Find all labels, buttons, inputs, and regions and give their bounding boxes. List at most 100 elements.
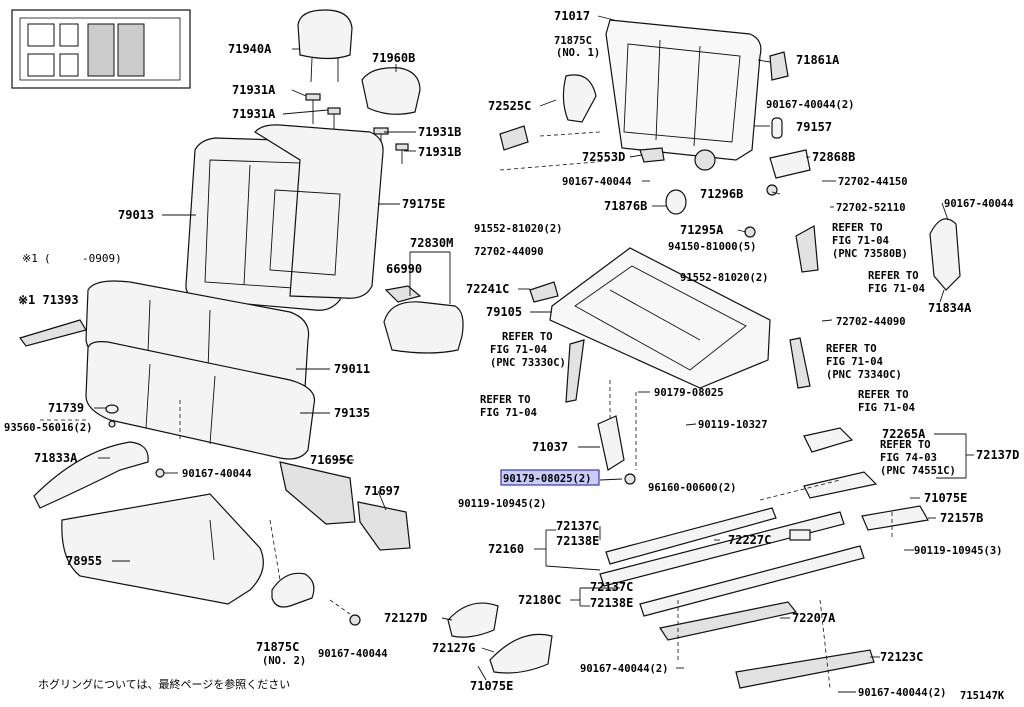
cover-72525C[interactable] [499,125,529,151]
bracket-72241C[interactable] [529,281,559,303]
carpet-78955[interactable] [61,493,264,605]
callout-71875C-no1[interactable]: 71875C [554,35,592,47]
callout-90179-08025[interactable]: 90179-08025 [654,387,724,399]
callout-71075E-b[interactable]: 71075E [924,491,967,505]
callout-72227C[interactable]: 72227C [728,533,771,547]
fastener-71739[interactable] [105,404,119,428]
callout-71931B[interactable]: 71931B [418,125,461,139]
cover-71875C-no2[interactable] [271,572,315,608]
bracket-71697[interactable] [357,501,411,551]
callout-71931B-2[interactable]: 71931B [418,145,461,159]
callout-91552-81020-a[interactable]: 91552-81020(2) [474,223,563,235]
cushion-frame-79105[interactable] [549,247,771,389]
bracket-71861A[interactable] [769,51,789,81]
callout-71393[interactable]: ※1 71393 [18,293,79,307]
callout-79135[interactable]: 79135 [334,406,370,420]
callout-79175E[interactable]: 79175E [402,197,445,211]
callout-90167-40044-g[interactable]: 90167-40044(2) [858,687,947,699]
refer-note-4[interactable]: REFER TO FIG 71-04 (PNC 73340C) [826,343,902,381]
strap-left[interactable] [565,339,585,403]
callout-71697[interactable]: 71697 [364,484,400,498]
bracket-71695C[interactable] [279,461,356,525]
knob-79157[interactable] [771,117,783,139]
callout-90167-40044-c[interactable]: 90167-40044(2) [766,99,855,111]
callout-72868B[interactable]: 72868B [812,150,855,164]
rail-cover-72123C[interactable] [735,649,875,689]
armrest-insert-66990[interactable] [384,285,422,303]
callout-71834A[interactable]: 71834A [928,301,972,315]
refer-note-7[interactable]: REFER TO FIG 74-03 (PNC 74551C) [880,439,956,477]
callout-71296B[interactable]: 71296B [700,187,743,201]
refer-note-1[interactable]: REFER TO FIG 71-04 (PNC 73580B) [832,222,908,260]
cover-72157B[interactable] [861,505,929,531]
callout-72702-44090-a[interactable]: 72702-44090 [474,246,544,258]
callout-79013[interactable]: 79013 [118,208,154,222]
callout-71861A[interactable]: 71861A [796,53,840,67]
callout-72138E-b[interactable]: 72138E [590,596,633,610]
callout-72157B[interactable]: 72157B [940,511,983,525]
callout-72553D[interactable]: 72553D [582,150,625,164]
callout-71695C[interactable]: 71695C [310,453,353,467]
callout-72525C[interactable]: 72525C [488,99,531,113]
callout-79011[interactable]: 79011 [334,362,370,376]
callout-71960B[interactable]: 71960B [372,51,415,65]
belt-anchor-71834A[interactable] [929,218,961,291]
highlighted-callout[interactable]: 90179-08025(2) [500,469,600,486]
seat-cushion-cover-79135[interactable] [85,341,316,460]
callout-72241C[interactable]: 72241C [466,282,509,296]
callout-93560-56016[interactable]: 93560-56016(2) [4,422,93,434]
callout-72702-52110[interactable]: 72702-52110 [836,202,906,214]
callout-90167-40044-e[interactable]: 90167-40044 [944,198,1014,210]
callout-66990[interactable]: 66990 [386,262,422,276]
callout-90119-10327[interactable]: 90119-10327 [698,419,768,431]
callout-90167-40044-a[interactable]: 90167-40044 [182,468,252,480]
callout-72137C[interactable]: 72137C [556,519,599,533]
nut-90179-08025-highlighted[interactable] [624,473,636,485]
callout-72137C-b[interactable]: 72137C [590,580,633,594]
cover-72127D[interactable] [447,602,499,638]
strap-right[interactable] [789,337,811,389]
seatback-cover-79175E[interactable] [254,124,384,299]
callout-90179-08025-2[interactable]: 90179-08025(2) [503,473,592,485]
armrest-72830M[interactable] [383,301,464,354]
callout-71931A-2[interactable]: 71931A [232,107,276,121]
seatback-frame-71017[interactable] [605,19,762,171]
callout-90119-10945-a[interactable]: 90119-10945(2) [458,498,547,510]
cover-71875C-no1[interactable] [562,74,597,123]
refer-note-5[interactable]: REFER TO FIG 71-04 [480,394,537,419]
callout-72137D[interactable]: 72137D [976,448,1019,462]
belt-retractor-note[interactable] [795,225,819,273]
callout-72123C[interactable]: 72123C [880,650,923,664]
callout-90167-40044-d[interactable]: 90167-40044 [562,176,632,188]
callout-71931A[interactable]: 71931A [232,83,276,97]
callout-71940A[interactable]: 71940A [228,42,272,56]
callout-72265A[interactable]: 72265A [882,427,926,441]
hinge-71037[interactable] [597,415,625,471]
callout-72830M[interactable]: 72830M [410,236,453,250]
hook-71876B[interactable] [665,189,687,215]
cover-72868B[interactable] [769,149,811,179]
bushing-71296B[interactable] [766,184,778,196]
callout-72180C[interactable]: 72180C [518,593,561,607]
callout-71875C-no2[interactable]: 71875C [256,640,299,654]
rail-72180C[interactable] [639,545,865,617]
callout-72702-44150[interactable]: 72702-44150 [838,176,908,188]
headrest-71940A[interactable] [297,9,353,83]
cover-71833A[interactable] [33,441,149,509]
cover-72227C[interactable] [789,529,811,541]
refer-note-2[interactable]: REFER TO FIG 71-04 [868,270,925,295]
callout-91552-81020-b[interactable]: 91552-81020(2) [680,272,769,284]
cover-72127G[interactable] [489,633,553,674]
refer-note-6[interactable]: REFER TO FIG 71-04 [858,389,915,414]
callout-71876B[interactable]: 71876B [604,199,647,213]
rail-72160[interactable] [599,507,845,587]
callout-78955[interactable]: 78955 [66,554,102,568]
callout-71075E[interactable]: 71075E [470,679,513,693]
bushing-71295A[interactable] [744,226,756,238]
bracket-72553D[interactable] [639,147,665,163]
callout-94150-81000[interactable]: 94150-81000(5) [668,241,757,253]
callout-96160-00600[interactable]: 96160-00600(2) [648,482,737,494]
callout-90167-40044-b[interactable]: 90167-40044 [318,648,388,660]
callout-71739[interactable]: 71739 [48,401,84,415]
callout-72138E[interactable]: 72138E [556,534,599,548]
